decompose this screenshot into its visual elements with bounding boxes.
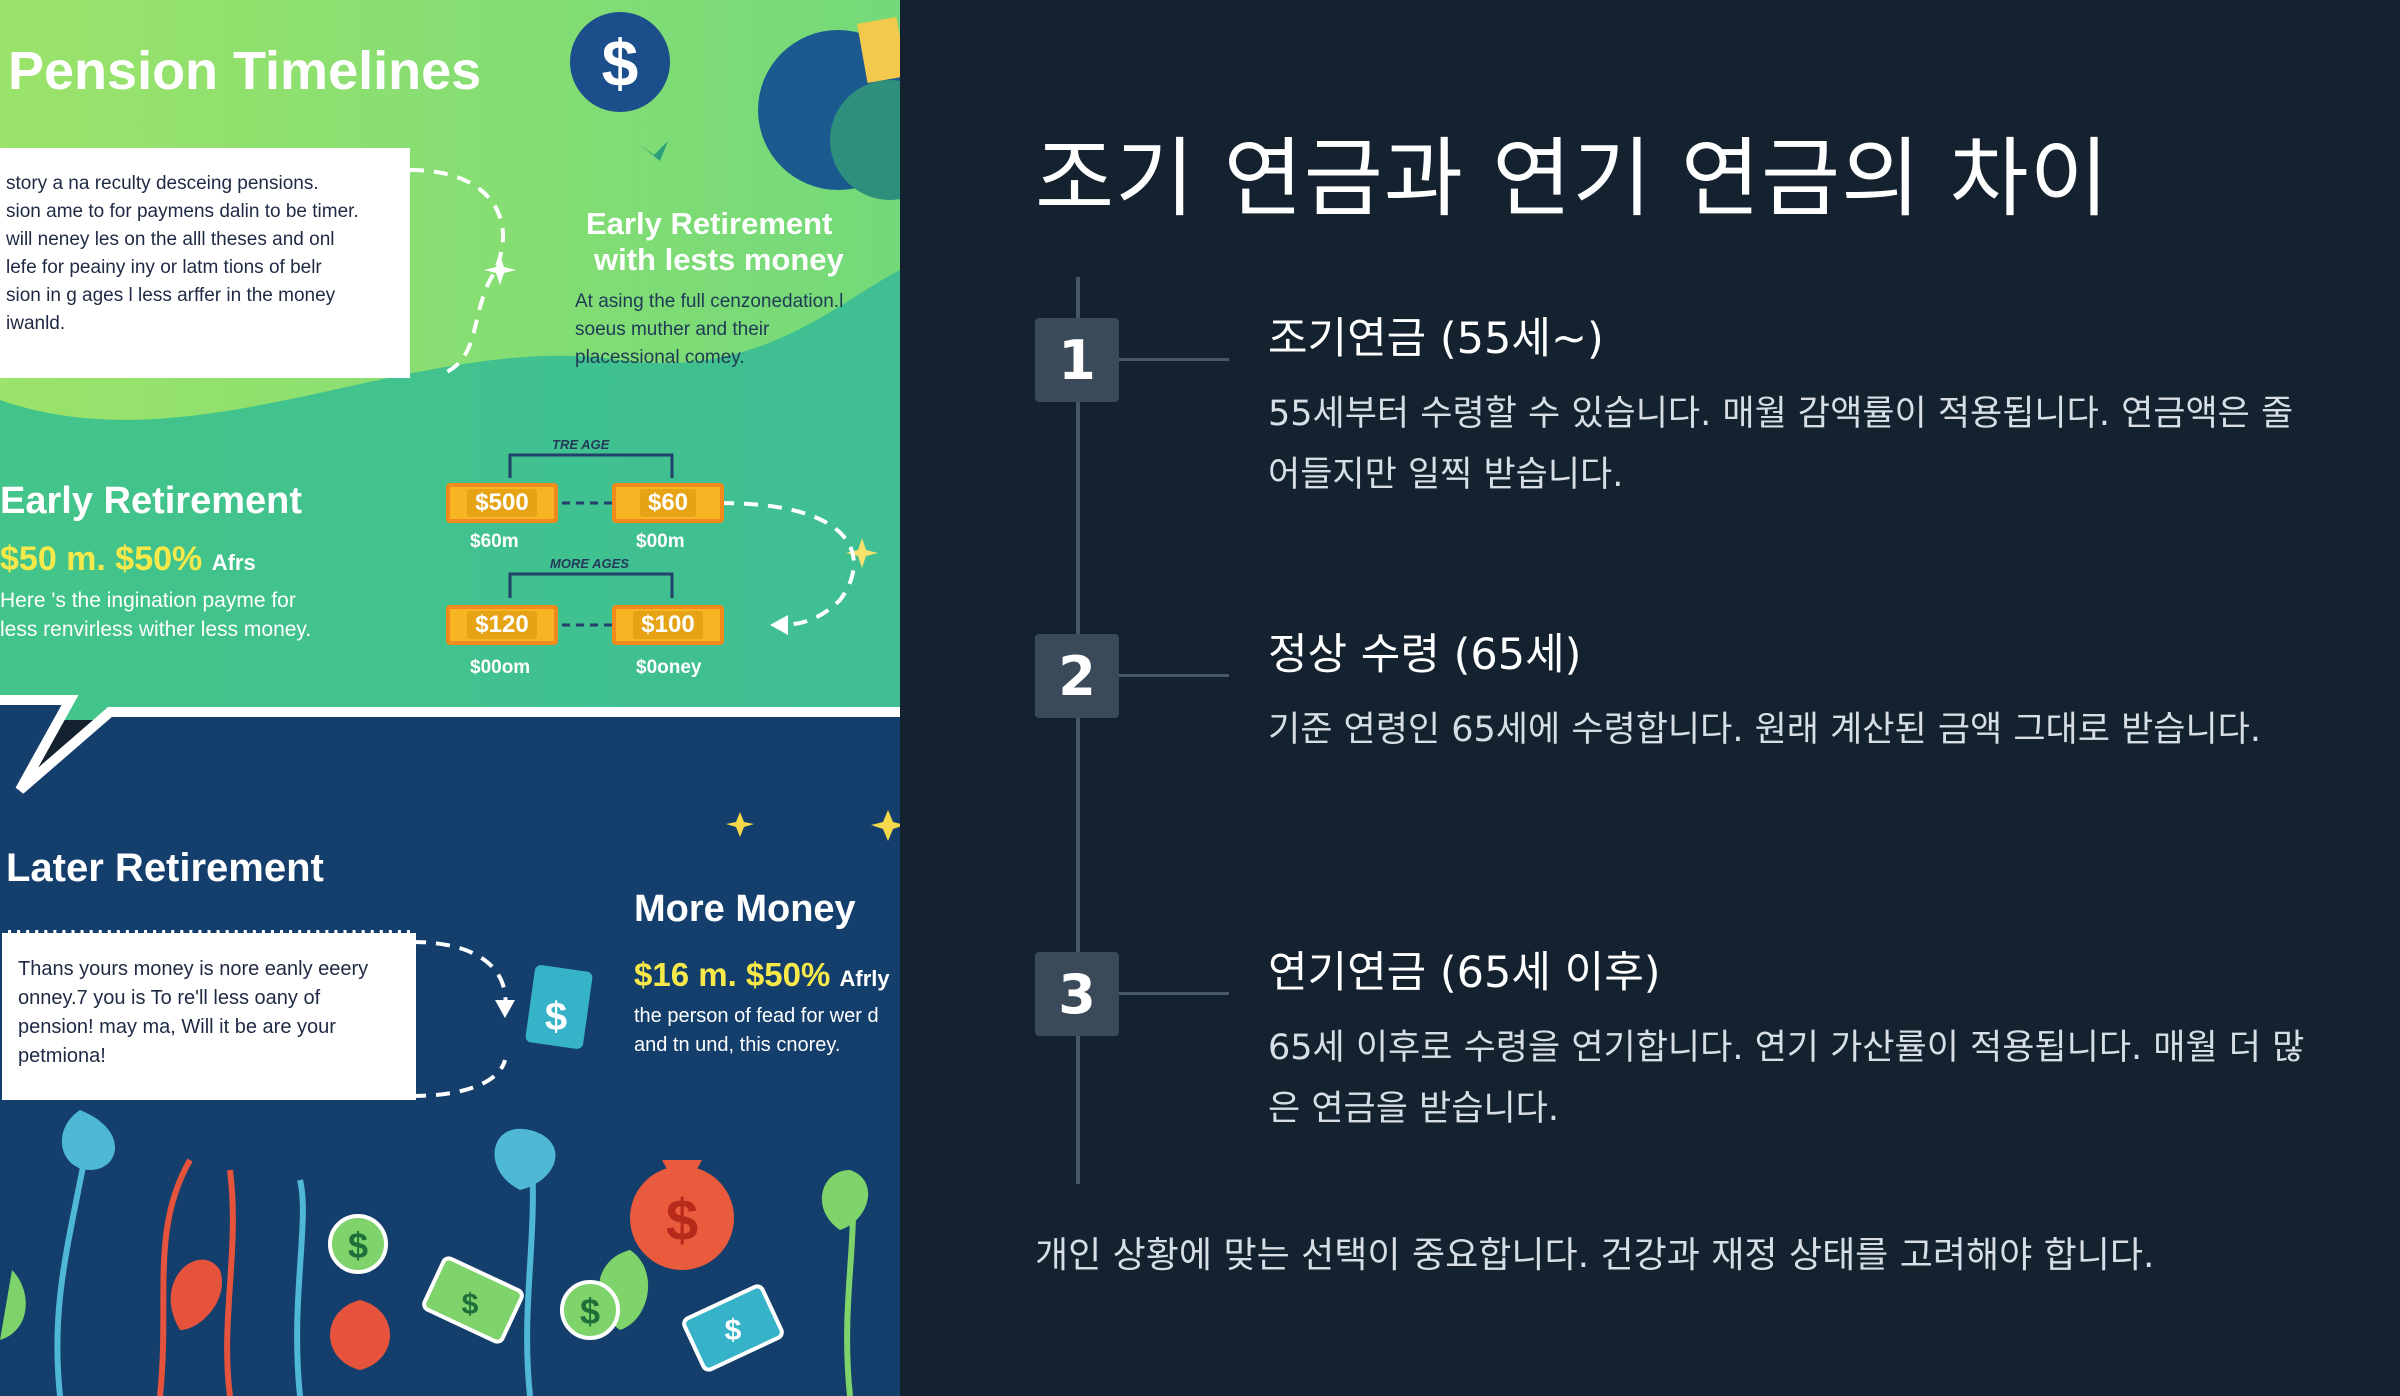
banknote-icon: [422, 1256, 524, 1344]
pension-timelines-illustration: $ $: [0, 0, 900, 1396]
step-number-badge: 3: [1035, 952, 1119, 1036]
amount-sub: $60m: [470, 531, 519, 552]
illustration-title: Pension Timelines: [8, 41, 482, 101]
body-line: less renvirless wither less money.: [0, 618, 312, 641]
amount-tag: $120: [446, 605, 558, 645]
footer-note: 개인 상황에 맞는 선택이 중요합니다. 건강과 재정 상태를 고려해야 합니다…: [1035, 1235, 2155, 1276]
body-line: and tn und, this cnorey.: [634, 1034, 841, 1056]
more-money-body: the person of fead for wer d and tn und,…: [634, 1002, 879, 1060]
amount-sub: $00m: [636, 531, 685, 552]
coin-icon: $: [560, 1280, 620, 1340]
highlight-suffix: Afrly: [839, 966, 890, 991]
step-description: 55세부터 수령할 수 있습니다. 매월 감액률이 적용됩니다. 연금액은 줄어…: [1268, 394, 2294, 495]
early-box-line: placessional comey.: [575, 347, 745, 368]
step-description: 65세 이후로 수령을 연기합니다. 연기 가산률이 적용됩니다. 매월 더 많…: [1268, 1028, 2305, 1129]
note-line: lefe for peainy iny or latm tions of bel…: [6, 257, 322, 278]
svg-text:$: $: [580, 1291, 600, 1332]
note-line: onney.7 you is To re'll less oany of: [18, 987, 321, 1009]
highlight-amount: $50 m. $50%: [0, 540, 203, 578]
money-bag-icon: $: [630, 1160, 734, 1270]
diagram-top-label: TRE AGE: [552, 437, 610, 452]
step-number-badge: 2: [1035, 634, 1119, 718]
slide-title: 조기 연금과 연기 연금의 차이: [1035, 129, 2110, 229]
step-connector: [1119, 992, 1229, 995]
money-document-icon: [525, 965, 593, 1049]
amount-tag: $60: [612, 483, 724, 523]
early-retirement-body: Here 's the ingination payme for less re…: [0, 586, 311, 644]
early-box-line: At asing the full cenzonedation.l: [575, 291, 844, 312]
more-money-title: More Money: [634, 888, 856, 930]
more-money-highlight: $16 m. $50% Afrly: [634, 956, 890, 994]
early-box-body: At asing the full cenzonedation.l soeus …: [575, 288, 843, 372]
step-title: 연기연금 (65세 이후): [1268, 948, 1661, 998]
diagram-mid-label: MORE AGES: [550, 556, 629, 571]
top-note-box: story a na reculty desceing pensions. si…: [0, 148, 410, 378]
later-note-box: Thans yours money is nore eanly eeery on…: [2, 930, 416, 1100]
amount-sub: $0oney: [636, 657, 702, 678]
step-connector: [1119, 674, 1229, 677]
step-title: 정상 수령 (65세): [1268, 630, 1582, 680]
step-connector: [1119, 358, 1229, 361]
highlight-suffix: Afrs: [211, 550, 256, 575]
slide-content: 조기 연금과 연기 연금의 차이 1 조기연금 (55세~) 55세부터 수령할…: [900, 0, 2400, 1396]
early-box-title-line: Early Retirement: [586, 206, 833, 241]
svg-text:$: $: [602, 26, 639, 100]
svg-text:$: $: [725, 1314, 742, 1347]
note-line: sion ame to for paymens dalin to be time…: [6, 201, 359, 222]
svg-text:$: $: [545, 995, 567, 1039]
coin-icon: $: [328, 1214, 388, 1274]
body-line: Here 's the ingination payme for: [0, 589, 296, 612]
svg-text:$: $: [348, 1225, 368, 1266]
note-line: iwanld.: [6, 313, 66, 334]
step-description: 기준 연령인 65세에 수령합니다. 원래 계산된 금액 그대로 받습니다.: [1268, 710, 2261, 750]
svg-text:$: $: [666, 1188, 698, 1253]
early-retirement-highlight: $50 m. $50% Afrs: [0, 540, 256, 579]
banknote-icon: [682, 1284, 784, 1372]
step-title: 조기연금 (55세~): [1268, 314, 1604, 364]
early-retirement-title: Early Retirement: [0, 480, 303, 522]
later-retirement-title: Later Retirement: [6, 846, 324, 890]
note-line: story a na reculty desceing pensions.: [6, 173, 319, 194]
amount-sub: $00om: [470, 657, 531, 678]
dollar-coin-icon: [570, 12, 670, 112]
note-line: Thans yours money is nore eanly eeery: [18, 958, 369, 980]
timeline-line: [1076, 277, 1080, 1184]
step-number-badge: 1: [1035, 318, 1119, 402]
note-line: sion in g ages l less arffer in the mone…: [6, 285, 336, 306]
amount-tag: $500: [446, 483, 558, 523]
svg-text:$: $: [462, 1288, 479, 1321]
body-line: the person of fead for wer d: [634, 1005, 879, 1027]
early-box-title-line: with lests money: [594, 242, 844, 277]
highlight-amount: $16 m. $50%: [634, 956, 831, 993]
amount-tag: $100: [612, 605, 724, 645]
note-line: petmiona!: [18, 1045, 106, 1067]
note-line: pension! may ma, Will it be are your: [18, 1016, 336, 1038]
early-box-line: soeus muther and their: [575, 319, 770, 340]
note-line: will neney les on the alll theses and on…: [6, 229, 335, 250]
early-box-title: Early Retirement with lests money: [586, 206, 844, 278]
